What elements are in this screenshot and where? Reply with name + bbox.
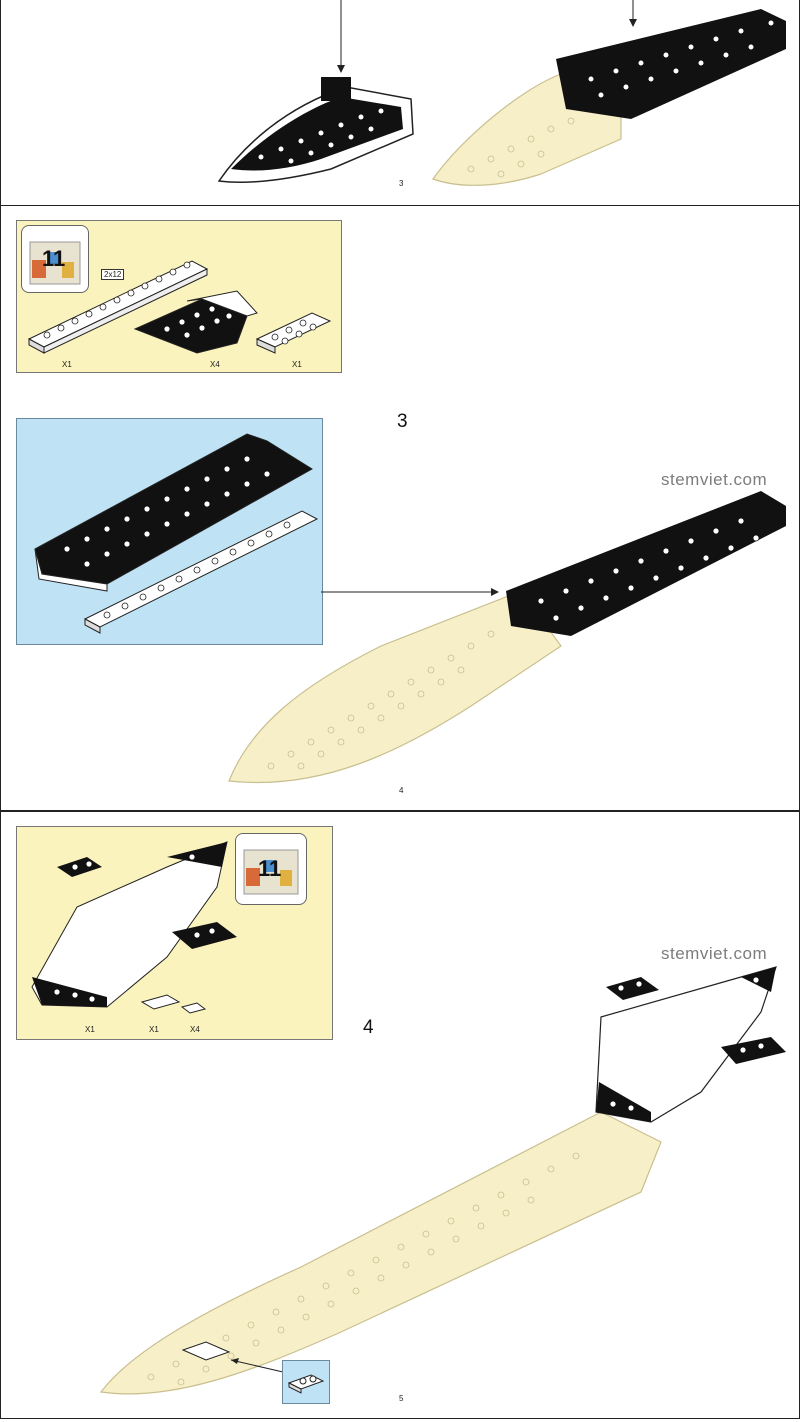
hull-assembly-illustration: [228, 491, 786, 784]
watermark: stemviet.com: [661, 944, 768, 963]
parts-bag-icon: 11: [21, 225, 89, 293]
watermark: stemviet.com: [661, 470, 768, 489]
hull-bow-section-illustration: [217, 0, 786, 186]
quantity-label: X1: [149, 1025, 159, 1034]
quantity-label: X1: [85, 1025, 95, 1034]
subassembly-box: [16, 418, 323, 645]
bag-number: 11: [42, 246, 66, 271]
instruction-panel-2: 11 2x12: [0, 205, 800, 811]
quantity-label: X1: [62, 360, 72, 369]
quantity-label: X1: [292, 360, 302, 369]
step-number: 3: [397, 411, 408, 432]
quantity-label: X4: [210, 360, 220, 369]
parts-illustration: [31, 841, 237, 1014]
instruction-panel-3: 11 X1 X1 X4 4 stemviet.com: [0, 811, 800, 1419]
parts-illustration: [27, 260, 332, 354]
subassembly-illustration: [34, 433, 319, 634]
step-number: 4: [363, 1017, 374, 1038]
page-number: 5: [399, 1394, 404, 1403]
hull-assembly-illustration: [99, 966, 786, 1395]
page-number: 4: [399, 786, 404, 795]
instruction-panel-1: 3: [0, 0, 800, 206]
quantity-label: X4: [190, 1025, 200, 1034]
parts-list-box: 11 2x12: [16, 220, 342, 373]
page-number: 3: [399, 179, 404, 188]
plate-size-label: 2x12: [101, 269, 125, 280]
bag-number: 11: [258, 856, 282, 881]
parts-list-box: 11 X1 X1 X4: [16, 826, 333, 1040]
subassembly-box: [282, 1360, 330, 1404]
parts-bag-icon: 11: [235, 833, 307, 905]
